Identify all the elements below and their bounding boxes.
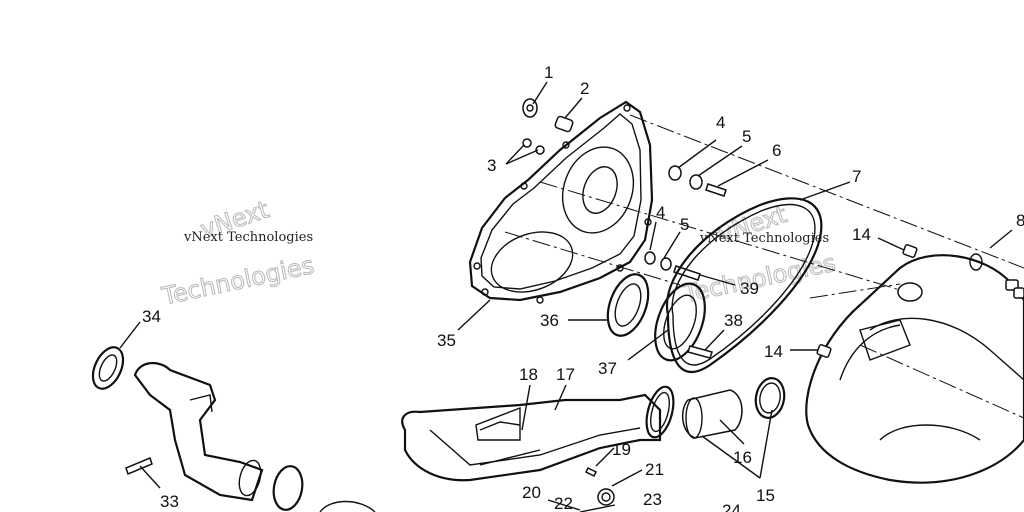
callout-37: 37 [598, 359, 617, 378]
drive-belt [665, 197, 823, 373]
watermark-big-bottom: Technologies [159, 251, 317, 311]
callout-38: 38 [724, 311, 743, 330]
callout-19: 19 [612, 440, 631, 459]
callout-4: 4 [716, 113, 725, 132]
callout-34: 34 [142, 307, 161, 326]
watermark-left: vNext vNext Technologies Technologies [158, 195, 317, 311]
watermark-small: vNext Technologies [699, 231, 829, 246]
callout-33: 33 [160, 492, 179, 511]
callout-3: 3 [487, 156, 496, 175]
callout-39: 39 [740, 279, 759, 298]
callout-21: 21 [645, 460, 664, 479]
callout-22: 22 [554, 494, 573, 512]
callout-labels: 1 2 3 4 5 6 7 8 4 5 14 39 34 36 38 35 37… [142, 63, 1024, 512]
axis-lines [504, 114, 1024, 419]
left-duct [91, 346, 376, 512]
hardware-bottom [579, 466, 616, 512]
callout-20: 20 [522, 483, 541, 502]
callout-8: 8 [1016, 211, 1024, 230]
callout-15: 15 [756, 486, 775, 505]
callout-7: 7 [852, 167, 861, 186]
outer-cover [805, 244, 1024, 484]
callout-17: 17 [556, 365, 575, 384]
inner-cover-plate [468, 100, 654, 304]
callout-16: 16 [733, 448, 752, 467]
seals [606, 273, 713, 362]
callout-24: 24 [722, 501, 741, 512]
callout-35: 35 [437, 331, 456, 350]
callout-1: 1 [544, 63, 553, 82]
intake-duct [401, 393, 662, 482]
callout-14: 14 [852, 225, 871, 244]
callout-23: 23 [643, 490, 662, 509]
leader-lines [119, 81, 1013, 511]
callout-6: 6 [772, 141, 781, 160]
watermark-small: vNext Technologies [183, 230, 313, 245]
callout-2: 2 [580, 79, 589, 98]
callout-36: 36 [540, 311, 559, 330]
hardware-top [522, 98, 727, 281]
callout-5b: 5 [680, 215, 689, 234]
callout-5: 5 [742, 127, 751, 146]
callout-14b: 14 [764, 342, 783, 361]
callout-4b: 4 [656, 203, 665, 222]
callout-18: 18 [519, 365, 538, 384]
clamps-and-boot [645, 377, 786, 439]
